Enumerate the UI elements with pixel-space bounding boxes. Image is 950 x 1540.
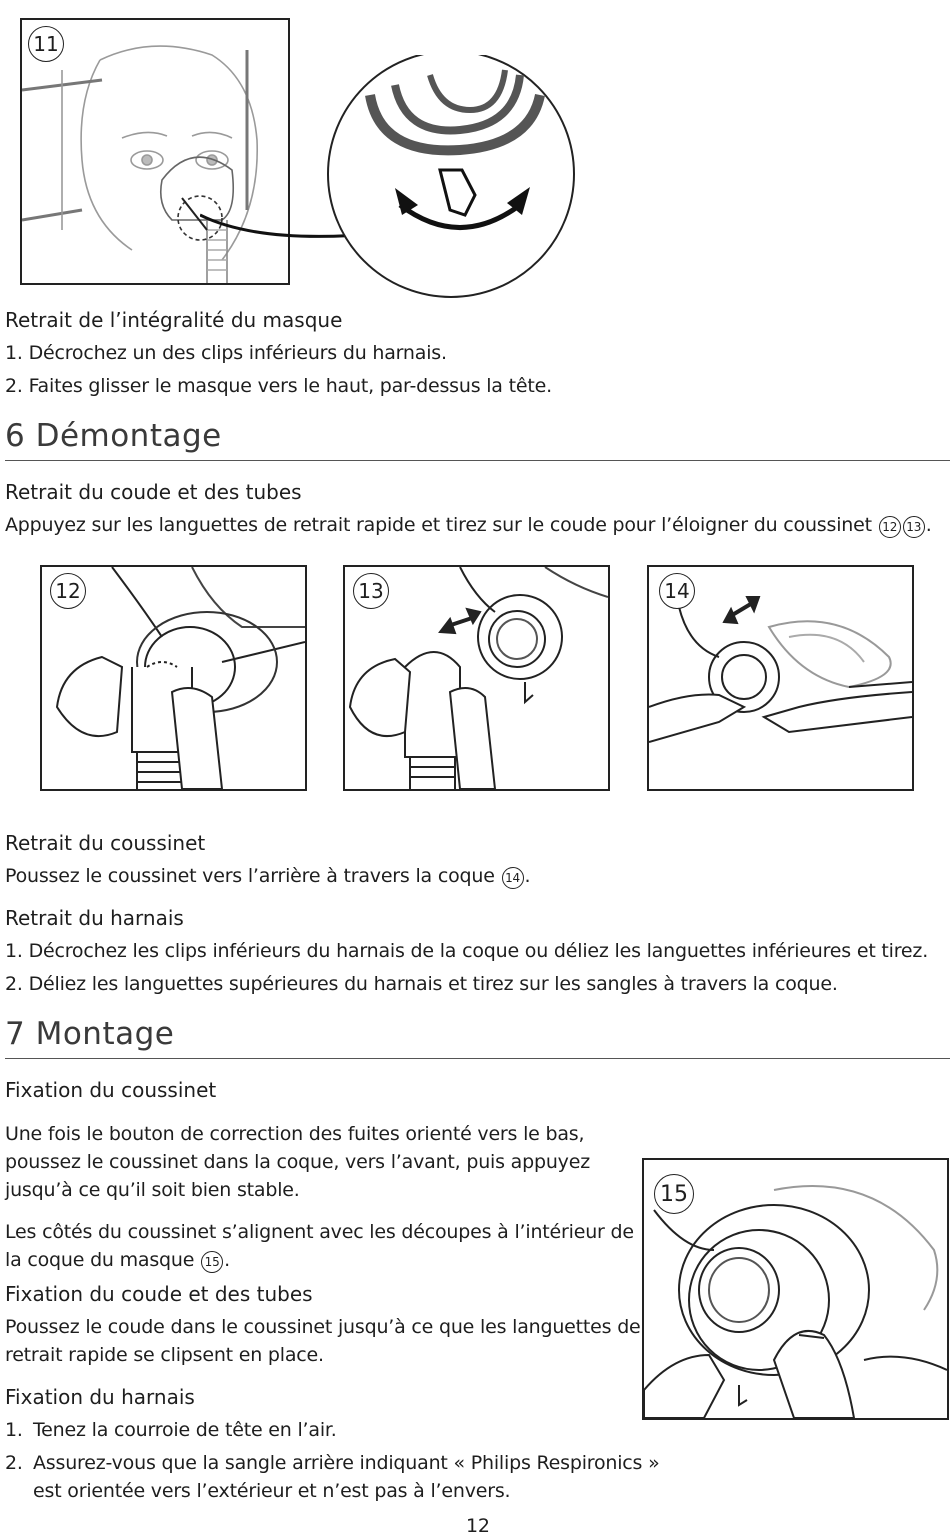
elbow-fixation-line1: Poussez le coude dans le coussinet jusqu… bbox=[5, 1316, 641, 1338]
figure-15-number: 15 bbox=[660, 1181, 688, 1207]
section-7-rule bbox=[5, 1058, 950, 1059]
figure-14-badge: 14 bbox=[659, 573, 695, 609]
figure-15-badge: 15 bbox=[654, 1174, 694, 1214]
figure-12-number: 12 bbox=[55, 579, 81, 603]
cushion-fixation-p1-line3: jusqu’à ce qu’il soit bien stable. bbox=[5, 1179, 300, 1201]
headgear-removal-heading: Retrait du harnais bbox=[5, 906, 184, 930]
headgear-fixation-step-1: 1. Tenez la courroie de tête en l’air. bbox=[5, 1416, 337, 1444]
cushion-removal-text: Poussez le coussinet vers l’arrière à tr… bbox=[5, 862, 531, 890]
removal-step-2: 2. Faites glisser le masque vers le haut… bbox=[5, 375, 552, 397]
zoom-callout bbox=[200, 55, 575, 298]
headgear-fixation-step-2: 2. Assurez-vous que la sangle arrière in… bbox=[5, 1449, 660, 1477]
figure-14-illustration: 14 bbox=[647, 565, 914, 791]
ref-12: 12 bbox=[878, 516, 901, 538]
figure-14-number: 14 bbox=[664, 579, 690, 603]
ref-15: 15 bbox=[201, 1251, 224, 1273]
elbow-removal-text: Appuyez sur les languettes de retrait ra… bbox=[5, 511, 932, 539]
cushion-fixation-p2-end: . bbox=[224, 1249, 230, 1271]
elbow-removal-sentence: Appuyez sur les languettes de retrait ra… bbox=[5, 514, 872, 536]
elbow-removal-end: . bbox=[925, 514, 932, 536]
cushion-fixation-p1-line1: Une fois le bouton de correction des fui… bbox=[5, 1123, 585, 1145]
figure-11-number: 11 bbox=[33, 32, 59, 56]
cushion-removal-end: . bbox=[524, 865, 531, 887]
section-6-title: 6 Démontage bbox=[5, 418, 222, 454]
figure-15-illustration: 15 bbox=[642, 1158, 949, 1420]
figure-13-illustration: 13 bbox=[343, 565, 610, 791]
cushion-fixation-heading: Fixation du coussinet bbox=[5, 1078, 217, 1102]
figure-11-badge: 11 bbox=[28, 26, 64, 62]
figure-13-badge: 13 bbox=[353, 573, 389, 609]
section-7-title: 7 Montage bbox=[5, 1016, 175, 1052]
step-text: Assurez-vous que la sangle arrière indiq… bbox=[33, 1452, 660, 1474]
page-number: 12 bbox=[466, 1515, 490, 1537]
removal-step-1: 1. Décrochez un des clips inférieurs du … bbox=[5, 342, 447, 364]
cushion-fixation-p2-line2: la coque du masque 15. bbox=[5, 1246, 230, 1274]
section-6-rule bbox=[5, 460, 950, 461]
elbow-fixation-heading: Fixation du coude et des tubes bbox=[5, 1282, 313, 1306]
ref-14: 14 bbox=[501, 867, 524, 889]
cushion-removal-sentence: Poussez le coussinet vers l’arrière à tr… bbox=[5, 865, 495, 887]
figure-13-number: 13 bbox=[358, 579, 384, 603]
headgear-removal-step-1: 1. Décrochez les clips inférieurs du har… bbox=[5, 940, 929, 962]
elbow-removal-heading: Retrait du coude et des tubes bbox=[5, 480, 302, 504]
removal-full-mask-heading: Retrait de l’intégralité du masque bbox=[5, 308, 343, 332]
headgear-fixation-heading: Fixation du harnais bbox=[5, 1385, 195, 1409]
ref-13: 13 bbox=[902, 516, 925, 538]
figure-11-illustration: 11 bbox=[20, 18, 290, 285]
cushion-fixation-p2-line1: Les côtés du coussinet s’alignent avec l… bbox=[5, 1221, 634, 1243]
elbow-fixation-line2: retrait rapide se clipsent en place. bbox=[5, 1344, 324, 1366]
cushion-fixation-p2-text: la coque du masque bbox=[5, 1249, 195, 1271]
cushion-fixation-p1-line2: poussez le coussinet dans la coque, vers… bbox=[5, 1151, 590, 1173]
headgear-fixation-step-2-line2: est orientée vers l’extérieur et n’est p… bbox=[33, 1480, 511, 1502]
figure-12-illustration: 12 bbox=[40, 565, 307, 791]
cushion-removal-heading: Retrait du coussinet bbox=[5, 831, 206, 855]
headgear-removal-step-2: 2. Déliez les languettes supérieures du … bbox=[5, 973, 838, 995]
step-text: Tenez la courroie de tête en l’air. bbox=[33, 1419, 337, 1441]
step-number: 2. bbox=[5, 1452, 23, 1474]
figure-12-badge: 12 bbox=[50, 573, 86, 609]
step-number: 1. bbox=[5, 1419, 23, 1441]
